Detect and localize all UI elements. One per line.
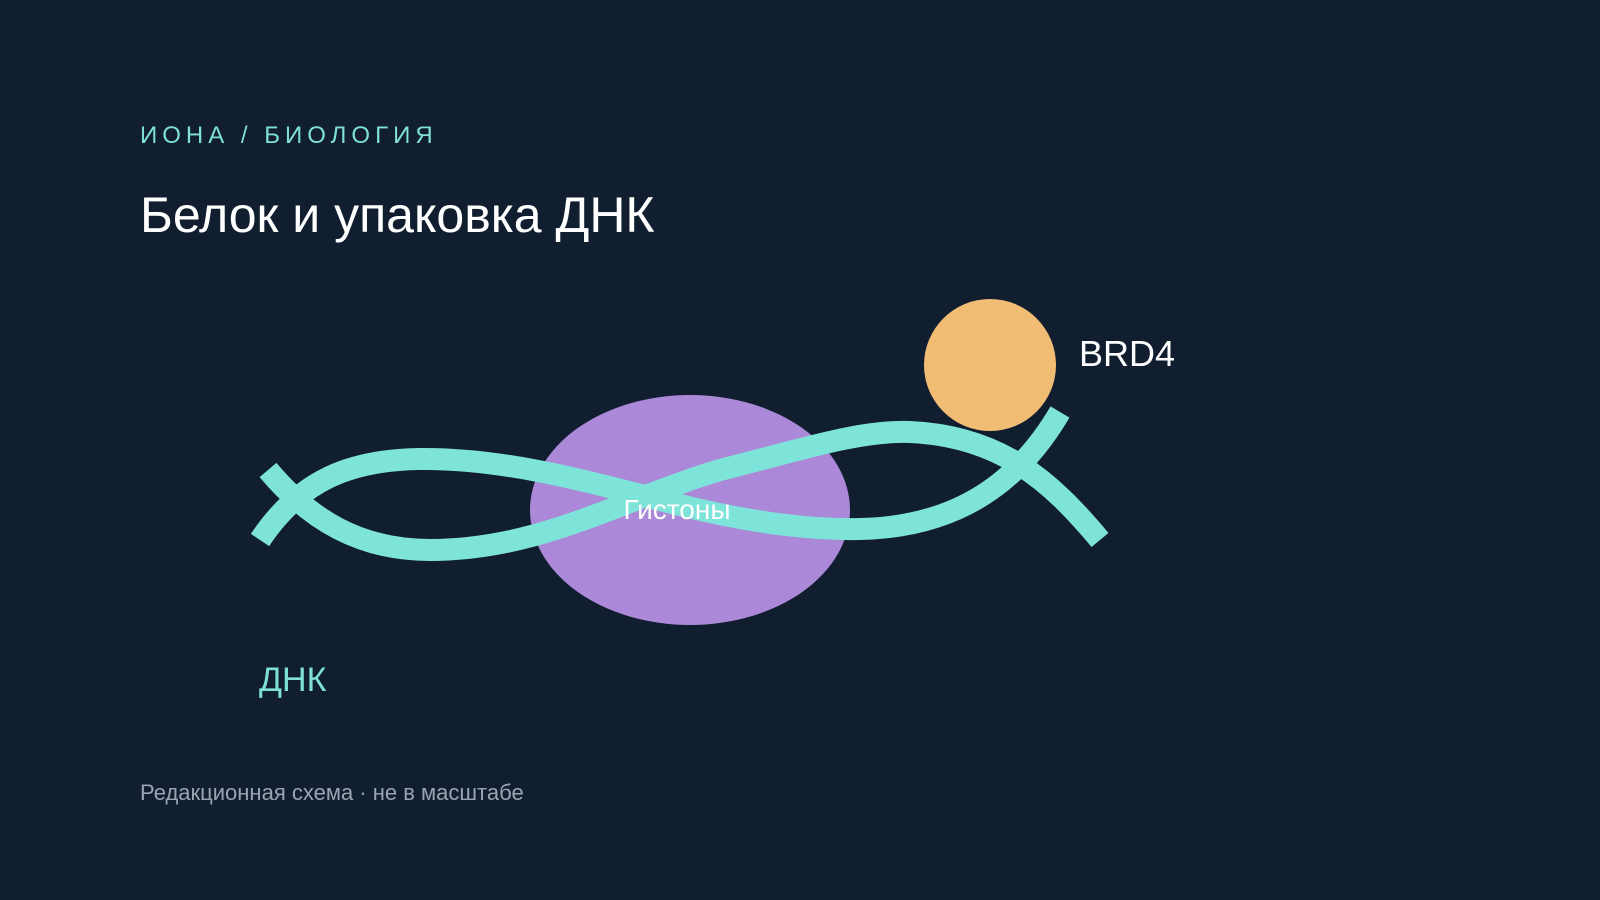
dna-strand-a — [259, 420, 1109, 562]
dna-label: ДНК — [259, 661, 327, 699]
page-title: Белок и упаковка ДНК — [140, 187, 655, 243]
dna-strand-b — [250, 406, 1070, 547]
histones-label: Гистоны — [624, 494, 731, 525]
brd4-label: BRD4 — [1079, 333, 1175, 374]
section-kicker: ИОНА / БИОЛОГИЯ — [140, 122, 438, 149]
brd4-circle — [924, 299, 1056, 431]
footer-caption: Редакционная схема · не в масштабе — [140, 780, 524, 805]
